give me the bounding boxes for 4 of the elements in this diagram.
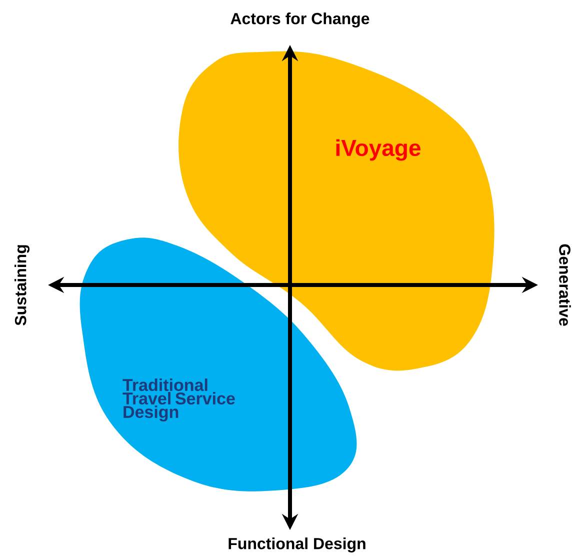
axis-label: Actors for Change xyxy=(230,12,370,28)
axis-label: Sustaining xyxy=(14,245,30,326)
axis-label: Generative xyxy=(559,244,571,326)
axis-label: Functional Design xyxy=(228,538,366,552)
